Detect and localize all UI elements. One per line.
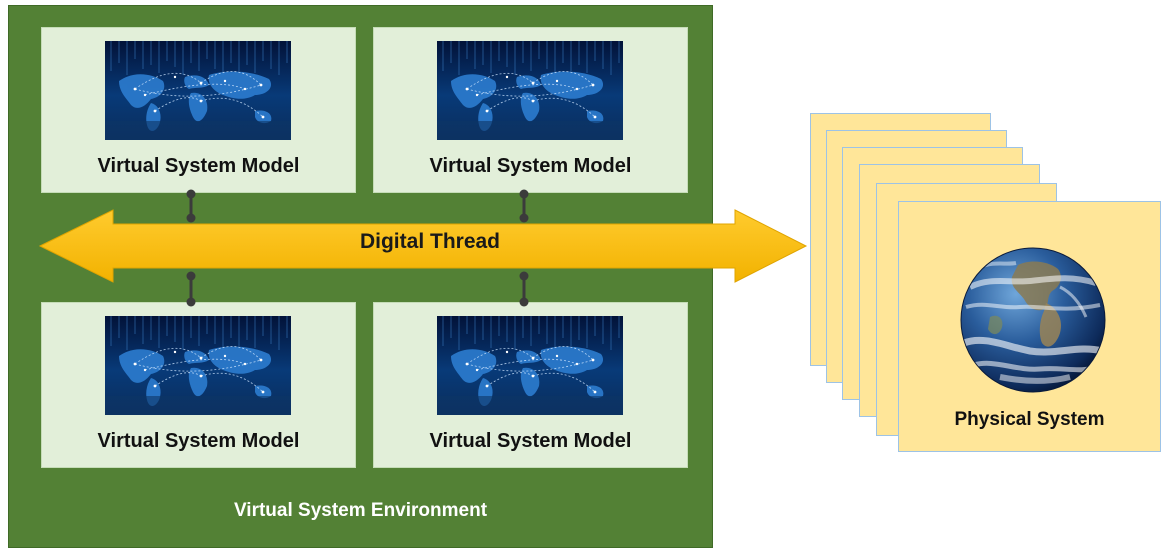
virtual-system-model-top-right: Virtual System Model: [373, 27, 688, 193]
world-network-map-icon: [437, 41, 623, 140]
physical-system-card-front: Physical System: [898, 201, 1161, 452]
physical-system-label: Physical System: [954, 409, 1105, 430]
virtual-system-model-bottom-right: Virtual System Model: [373, 302, 688, 468]
model-label: Virtual System Model: [97, 430, 300, 452]
model-label: Virtual System Model: [97, 155, 300, 177]
world-network-map-icon: [105, 41, 291, 140]
earth-globe-icon: [960, 247, 1106, 393]
virtual-system-model-bottom-left: Virtual System Model: [41, 302, 356, 468]
environment-label: Virtual System Environment: [233, 500, 488, 521]
model-label: Virtual System Model: [429, 430, 632, 452]
world-network-map-icon: [437, 316, 623, 415]
model-label: Virtual System Model: [429, 155, 632, 177]
digital-thread-label: Digital Thread: [359, 230, 501, 253]
virtual-system-model-top-left: Virtual System Model: [41, 27, 356, 193]
world-network-map-icon: [105, 316, 291, 415]
